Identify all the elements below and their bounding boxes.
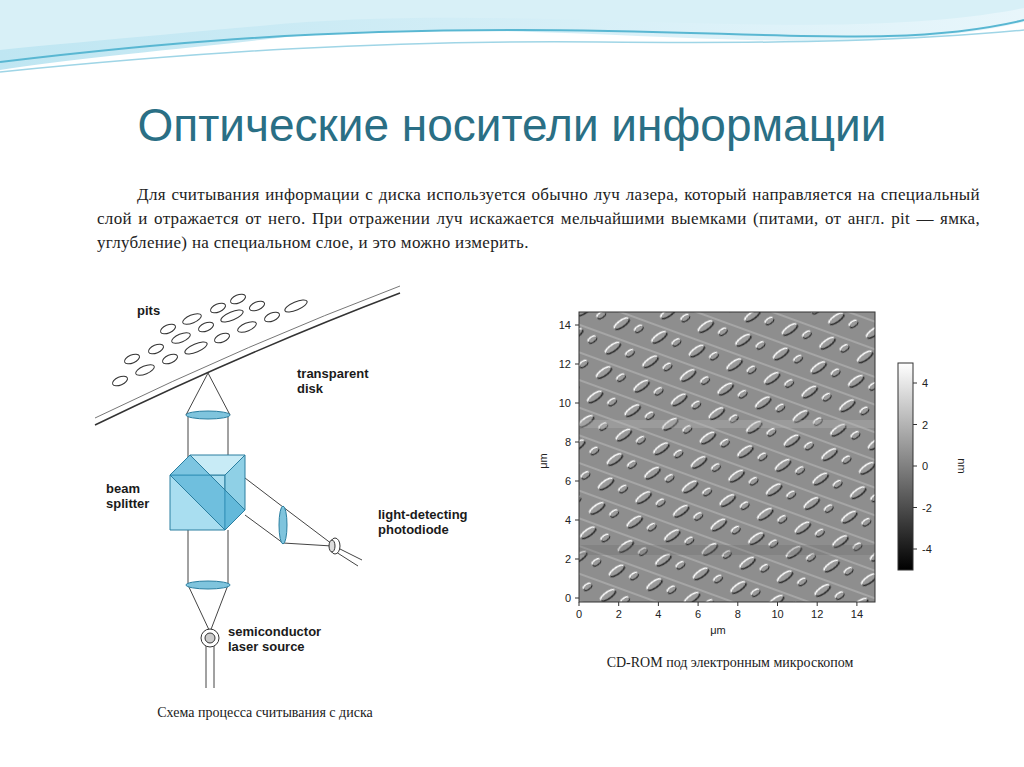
- axis-tick: 4: [565, 514, 571, 526]
- colorbar-tick: 0: [922, 460, 928, 472]
- part-label: semiconductor laser source: [226, 624, 342, 654]
- axis-tick: 10: [559, 397, 571, 409]
- part-label: beam splitter: [104, 481, 168, 511]
- colorbar-unit: nm: [956, 458, 968, 473]
- axis-tick: 2: [616, 608, 622, 620]
- axis-tick: 8: [735, 608, 741, 620]
- colorbar-tick: 2: [922, 419, 928, 431]
- axis-tick: 0: [576, 608, 582, 620]
- axis-tick: 14: [559, 319, 571, 331]
- header-wave: [0, 0, 1024, 80]
- axis-unit: μm: [537, 453, 549, 469]
- figure-caption: CD-ROM под электронным микроскопом: [607, 655, 854, 671]
- axis-tick: 12: [559, 358, 571, 370]
- colorbar-tick: 4: [922, 377, 928, 389]
- axis-tick: 6: [565, 475, 571, 487]
- axis-tick: 14: [851, 608, 863, 620]
- axis-tick: 10: [771, 608, 783, 620]
- axis-tick: 8: [565, 436, 571, 448]
- part-label: pits: [135, 303, 162, 318]
- body-paragraph: Для считывания информации с диска исполь…: [97, 183, 980, 255]
- part-label: light-detecting photodiode: [376, 507, 492, 537]
- axis-tick: 6: [695, 608, 701, 620]
- axis-tick: 2: [565, 553, 571, 565]
- axis-unit: μm: [710, 624, 726, 636]
- slide-title: Оптические носители информации: [138, 98, 887, 152]
- colorbar-tick: -4: [922, 543, 932, 555]
- figure-caption: Схема процесса считывания с диска: [157, 705, 372, 721]
- part-label: transparent disk: [295, 366, 384, 396]
- axis-tick: 0: [565, 592, 571, 604]
- colorbar-tick: -2: [922, 502, 932, 514]
- axis-tick: 4: [655, 608, 661, 620]
- axis-tick: 12: [811, 608, 823, 620]
